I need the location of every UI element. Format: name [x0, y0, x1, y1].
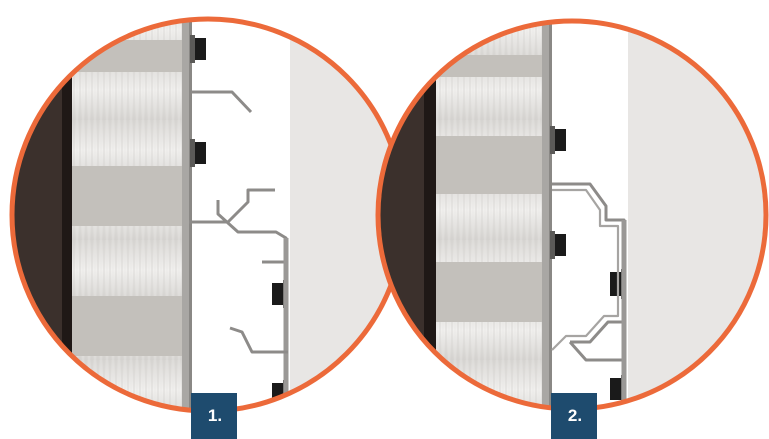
insulation-band — [72, 296, 182, 356]
bracket-inner-profile — [551, 188, 620, 351]
step-number-badge-2: 2. — [551, 393, 597, 439]
bracket-lower-return — [568, 341, 624, 362]
insulation-band — [436, 55, 542, 77]
fastener — [550, 126, 566, 154]
fastener — [190, 35, 206, 63]
panel-edge — [62, 19, 72, 411]
clip-bracket-upper — [191, 90, 253, 114]
clip-bracket-middle — [189, 188, 275, 224]
rail-strip — [542, 21, 552, 409]
clip-bracket-lower — [229, 326, 288, 354]
detail-2-magnified-view — [378, 21, 766, 409]
rail-strip — [182, 19, 192, 411]
insulation-band — [436, 262, 542, 322]
insulation-band — [436, 136, 542, 194]
rail-strip-shadow — [189, 19, 192, 411]
fastener — [190, 139, 206, 167]
fastener — [550, 231, 566, 259]
insulation-band — [72, 166, 182, 226]
insulation-band — [72, 40, 182, 72]
rail-strip-shadow — [549, 21, 552, 409]
step-number-badge-1: 1. — [191, 393, 237, 439]
step-number-label-1: 1. — [207, 406, 223, 425]
panel-edge — [424, 21, 436, 409]
step-number-label-2: 2. — [567, 406, 583, 425]
insulation-layer — [436, 21, 542, 409]
